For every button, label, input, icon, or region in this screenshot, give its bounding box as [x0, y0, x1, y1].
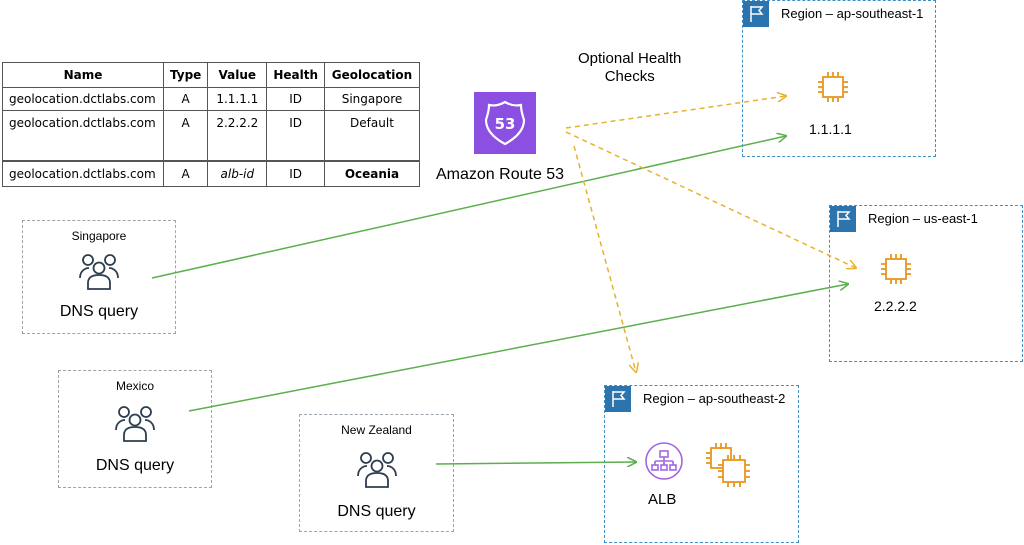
- flag-icon: [743, 1, 769, 27]
- flag-icon: [605, 386, 631, 412]
- cell-type: A: [162, 160, 209, 187]
- query-location: Mexico: [115, 379, 154, 393]
- health-checks-line2: Checks: [604, 68, 655, 85]
- cell-health: ID: [266, 87, 325, 111]
- region-label: Region – ap-southeast-1: [781, 6, 924, 21]
- health-check-arrow-ap-southeast-1: [565, 96, 786, 129]
- query-arrow-new-zealand: [435, 462, 636, 464]
- route53-icon: 53: [474, 92, 536, 154]
- region-ap-southeast-2: Region – ap-southeast-2: [604, 385, 799, 543]
- health-checks-label: Optional Health Checks: [578, 50, 681, 86]
- table-row: geolocation.dctlabs.com A alb-id ID Ocea…: [2, 160, 420, 187]
- cell-name: geolocation.dctlabs.com: [2, 87, 164, 111]
- users-icon: [356, 449, 398, 494]
- query-location: Singapore: [71, 229, 127, 243]
- target-ip: 1.1.1.1: [809, 121, 852, 137]
- cell-geo: Oceania: [323, 160, 420, 187]
- region-us-east-1: Region – us-east-1 2.2.2.2: [829, 205, 1023, 362]
- query-box-new-zealand: New Zealand DNS query: [299, 414, 454, 532]
- query-arrow-singapore: [151, 136, 786, 279]
- table-header-row: Name Type Value Health Geolocation: [2, 62, 420, 88]
- col-type: Type: [162, 62, 209, 88]
- target-ip: 2.2.2.2: [874, 298, 917, 314]
- query-location: New Zealand: [341, 423, 412, 437]
- col-health: Health: [266, 62, 325, 88]
- table-row: geolocation.dctlabs.com A 2.2.2.2 ID Def…: [2, 110, 420, 162]
- query-box-mexico: Mexico DNS query: [58, 370, 212, 488]
- cell-type: A: [162, 110, 209, 162]
- query-label: DNS query: [95, 457, 175, 474]
- query-label: DNS query: [59, 303, 139, 320]
- health-check-arrow-ap-southeast-2: [573, 145, 636, 372]
- health-checks-line1: Optional Health: [578, 50, 682, 67]
- route53-label: Amazon Route 53: [436, 166, 565, 183]
- col-name: Name: [2, 62, 164, 88]
- ec2-instances-icon: [703, 440, 755, 497]
- cell-geo: Singapore: [323, 87, 420, 111]
- query-label: DNS query: [337, 503, 416, 520]
- cell-name: geolocation.dctlabs.com: [2, 160, 164, 187]
- cell-health: ID: [266, 110, 325, 162]
- ec2-instance-icon: [815, 69, 851, 110]
- cell-geo: Default: [323, 110, 420, 162]
- users-icon: [114, 403, 156, 448]
- query-box-singapore: Singapore DNS query: [22, 220, 176, 334]
- cell-type: A: [162, 87, 209, 111]
- users-icon: [78, 251, 120, 296]
- route53-badge: 53: [495, 115, 516, 133]
- alb-icon: [643, 440, 685, 487]
- ec2-instance-icon: [878, 251, 914, 292]
- alb-label: ALB: [648, 491, 677, 508]
- col-geolocation: Geolocation: [323, 62, 420, 88]
- query-arrow-mexico: [188, 284, 848, 412]
- flag-icon: [830, 206, 856, 232]
- cell-value: 1.1.1.1: [207, 87, 268, 111]
- region-label: Region – ap-southeast-2: [643, 391, 786, 406]
- dns-records-table: Name Type Value Health Geolocation geolo…: [2, 62, 420, 187]
- table-row: geolocation.dctlabs.com A 1.1.1.1 ID Sin…: [2, 87, 420, 111]
- cell-value: alb-id: [207, 160, 268, 187]
- region-ap-southeast-1: Region – ap-southeast-1 1.1.1.1: [742, 0, 936, 157]
- region-label: Region – us-east-1: [868, 211, 978, 226]
